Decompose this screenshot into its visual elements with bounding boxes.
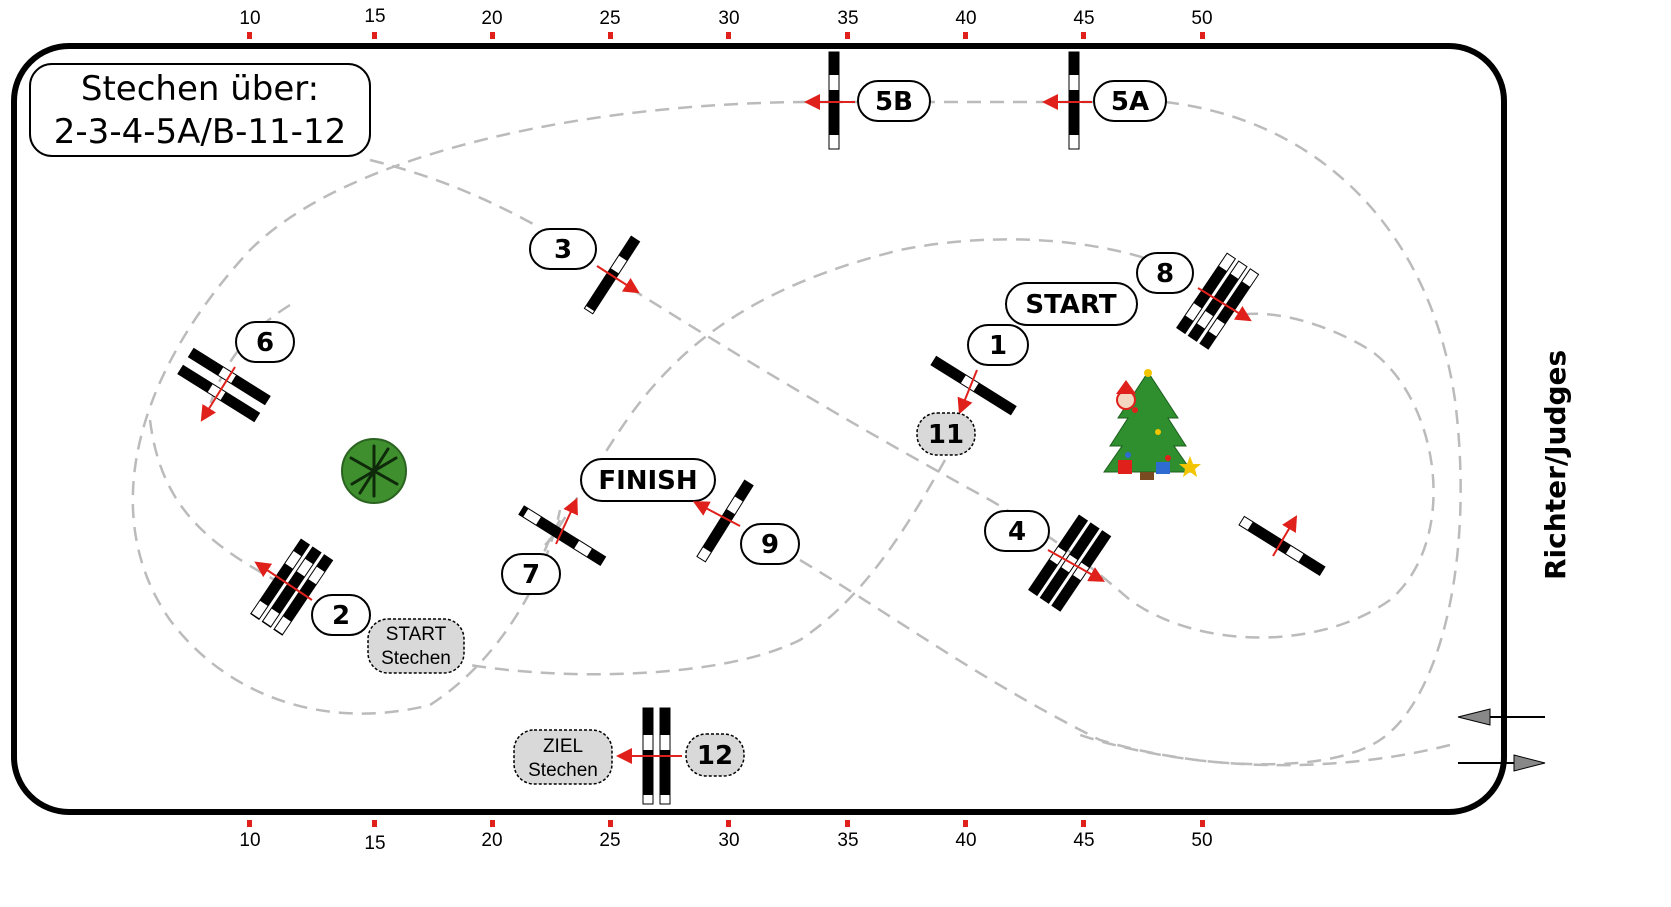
obstacle-8: 8: [1136, 252, 1260, 350]
obstacle-7-label: 7: [522, 560, 540, 590]
obstacle-5A: 5A: [1042, 51, 1167, 150]
obstacle-5B-label: 5B: [875, 87, 913, 117]
ruler-marker: [1081, 820, 1086, 827]
obstacle-4-label: 4: [1008, 517, 1026, 547]
bottom-tick-label: 40: [955, 830, 976, 851]
obstacle-1: 1: [930, 324, 1029, 416]
obstacle-unnumbered: [1238, 515, 1326, 576]
finish-jumpoff-line2: Stechen: [528, 760, 598, 781]
bottom-tick-label: 35: [837, 830, 858, 851]
obstacle-11: 11: [916, 412, 976, 456]
top-tick-label: 25: [599, 8, 620, 29]
bottom-tick-label: 10: [239, 830, 260, 851]
top-tick-label: 50: [1191, 8, 1212, 29]
finish-jumpoff-line1: ZIEL: [543, 736, 583, 757]
ruler-marker: [1200, 32, 1205, 39]
path-9-down: [799, 558, 1451, 767]
path-upper-loop: [1079, 100, 1462, 766]
bottom-tick-label: 25: [599, 830, 620, 851]
plant-icon: [341, 438, 407, 504]
ruler-marker: [608, 32, 613, 39]
bottom-tick-label: 20: [481, 830, 502, 851]
bottom-tick-label: 15: [364, 833, 385, 854]
obstacle-7: 7: [501, 497, 607, 595]
start-marker: START: [1005, 282, 1138, 326]
path-start-to-3: [369, 158, 536, 227]
ruler-marker: [963, 32, 968, 39]
ruler-marker: [247, 32, 252, 39]
path-2-connect: [148, 419, 276, 582]
obstacle-9-label: 9: [761, 530, 779, 560]
top-tick-label: 15: [364, 6, 385, 27]
ruler-marker: [490, 32, 495, 39]
obstacle-3-label: 3: [554, 235, 572, 265]
course-path: [131, 100, 1462, 767]
top-tick-label: 40: [955, 8, 976, 29]
ruler-marker: [1200, 820, 1205, 827]
top-ruler: 10 15 20 25 30 35 40 45 50: [239, 6, 1213, 39]
ruler-marker: [963, 820, 968, 827]
start-jumpoff-marker: START Stechen: [367, 618, 465, 674]
path-big-left-loop: [131, 100, 831, 715]
ruler-marker: [372, 32, 377, 39]
jumpoff-title-box: Stechen über: 2-3-4-5A/B-11-12: [29, 63, 371, 157]
top-tick-label: 30: [718, 8, 739, 29]
top-tick-label: 45: [1073, 8, 1094, 29]
obstacle-6: 6: [177, 321, 295, 423]
ruler-marker: [372, 820, 377, 827]
obstacle-5B: 5B: [804, 51, 931, 150]
top-tick-label: 20: [481, 8, 502, 29]
judges-label: Richter/Judges: [1539, 350, 1572, 580]
obstacle-12-label: 12: [697, 741, 733, 771]
finish-jumpoff-marker: ZIEL Stechen: [513, 729, 613, 785]
start-jumpoff-line2: Stechen: [381, 648, 451, 669]
title-line1: Stechen über:: [81, 69, 319, 109]
ruler-marker: [845, 32, 850, 39]
ruler-marker: [726, 820, 731, 827]
obstacle-6-label: 6: [256, 328, 274, 358]
top-tick-label: 35: [837, 8, 858, 29]
obstacle-5A-label: 5A: [1111, 87, 1149, 117]
start-label: START: [1025, 290, 1116, 320]
bottom-tick-label: 45: [1073, 830, 1094, 851]
obstacle-1-label: 1: [989, 331, 1007, 361]
top-tick-label: 10: [239, 8, 260, 29]
obstacle-3: 3: [529, 228, 641, 315]
obstacle-11-label: 11: [928, 420, 964, 450]
finish-marker: FINISH: [580, 458, 716, 502]
obstacle-2: 2: [250, 538, 371, 636]
obstacle-9: 9: [692, 479, 800, 565]
bottom-tick-label: 50: [1191, 830, 1212, 851]
finish-label: FINISH: [598, 466, 697, 496]
obstacle-8-label: 8: [1156, 259, 1174, 289]
title-line2: 2-3-4-5A/B-11-12: [54, 112, 346, 152]
start-jumpoff-line1: START: [386, 624, 447, 645]
obstacle-12: 12: [616, 707, 745, 805]
bottom-tick-label: 30: [718, 830, 739, 851]
arena-border: [11, 43, 1507, 815]
christmas-tree-icon: [1103, 369, 1201, 480]
bottom-ruler: 10 15 20 25 30 35 40 45 50: [239, 820, 1213, 854]
obstacle-2-label: 2: [332, 601, 350, 631]
ruler-marker: [608, 820, 613, 827]
ruler-marker: [726, 32, 731, 39]
ruler-marker: [845, 820, 850, 827]
ruler-marker: [247, 820, 252, 827]
ruler-marker: [1081, 32, 1086, 39]
path-11-down: [469, 459, 947, 676]
entry-exit-arrows: [1457, 708, 1546, 772]
obstacle-4: 4: [984, 510, 1112, 612]
ruler-marker: [490, 820, 495, 827]
path-3-diagonal: [629, 286, 1435, 639]
